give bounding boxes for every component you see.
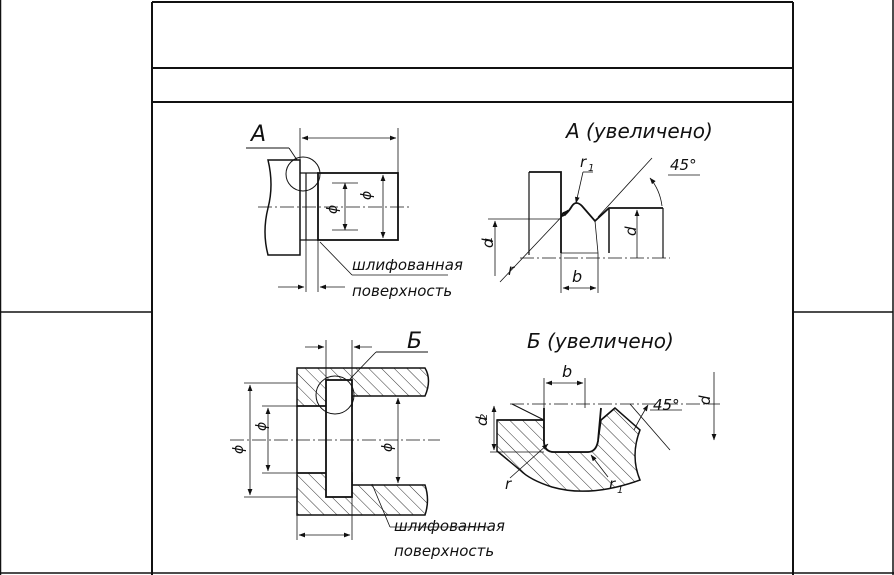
view-a-angle: 45° xyxy=(670,156,697,174)
view-a-d1-sub: 1 xyxy=(484,237,495,243)
view-a-outer-dia: ϕ xyxy=(359,191,375,200)
view-a-shaft xyxy=(246,128,448,292)
view-b-dimensions xyxy=(244,340,490,540)
view-b-d: d xyxy=(696,395,714,405)
view-a-label: А xyxy=(249,122,266,147)
view-a-enlarged xyxy=(488,157,700,293)
view-a-note-line2: поверхность xyxy=(352,282,452,300)
view-a-d: d xyxy=(622,226,640,236)
view-a-enlarged-title: А (увеличено) xyxy=(564,119,713,143)
view-b-enlarged-dimensions xyxy=(490,372,717,479)
view-a-r1-sub: 1 xyxy=(588,163,594,174)
view-b-label: Б xyxy=(407,329,422,354)
view-b-mid-dia: ϕ xyxy=(254,422,270,431)
view-b-note-line1: шлифованная xyxy=(394,517,505,535)
view-b-angle: 45° xyxy=(653,396,680,414)
view-b-bore xyxy=(230,351,440,516)
view-b-r1-sub: 1 xyxy=(617,485,623,496)
view-b-inner-dia: ϕ xyxy=(380,443,396,452)
view-a-b: b xyxy=(572,267,582,286)
view-b-b: b xyxy=(562,362,572,381)
view-a-r1: r xyxy=(580,153,587,171)
view-a-note-line1: шлифованная xyxy=(352,256,463,274)
view-a-inner-dia: ϕ xyxy=(325,205,341,214)
view-a-d1: d xyxy=(479,238,497,248)
view-b-enlarged-title: Б (увеличено) xyxy=(527,329,674,353)
view-b-note-line2: поверхность xyxy=(394,542,494,560)
view-b-d2-sub: 2 xyxy=(479,414,490,420)
view-b-enlarged xyxy=(496,403,720,492)
view-b-d2: d xyxy=(473,416,491,426)
view-b-r1: r xyxy=(609,475,616,493)
view-b-outer-dia: ϕ xyxy=(231,445,247,454)
view-b-r: r xyxy=(505,475,512,493)
view-a-r: r xyxy=(508,261,515,279)
